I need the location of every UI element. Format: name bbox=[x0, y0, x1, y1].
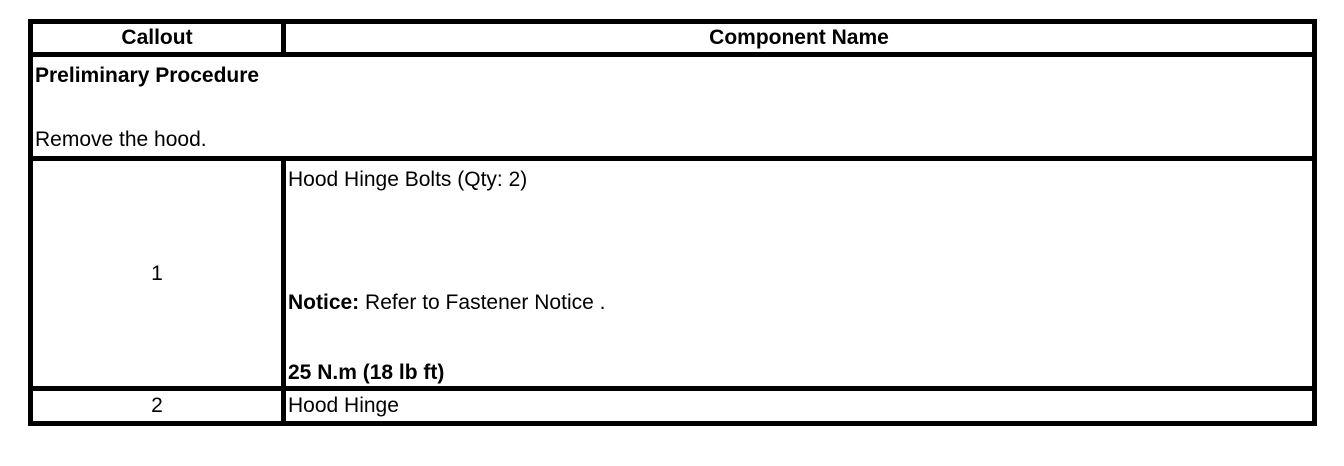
callout-number-1: 1 bbox=[28, 156, 286, 391]
notice-label: Notice: bbox=[288, 291, 360, 314]
notice-text: Refer to Fastener Notice . bbox=[359, 291, 606, 314]
callout-column-header: Callout bbox=[28, 19, 286, 57]
preliminary-procedure-cell: Preliminary Procedure Remove the hood. bbox=[28, 52, 1317, 161]
table-row: 2 Hood Hinge bbox=[28, 386, 1317, 426]
header-row: Callout Component Name bbox=[28, 19, 1317, 57]
component-cell-2: Hood Hinge bbox=[281, 386, 1317, 426]
notice-line: Notice: Refer to Fastener Notice . bbox=[288, 291, 1310, 315]
components-table: Callout Component Name Preliminary Proce… bbox=[28, 19, 1317, 426]
preliminary-procedure-title: Preliminary Procedure bbox=[35, 64, 260, 87]
component-name-text: Hood Hinge Bolts (Qty: 2) bbox=[288, 168, 528, 191]
table-row: 1 Hood Hinge Bolts (Qty: 2) Notice: Refe… bbox=[28, 156, 1317, 391]
torque-spec: 25 N.m (18 lb ft) bbox=[288, 361, 445, 384]
preliminary-procedure-step: Remove the hood. bbox=[35, 128, 207, 151]
preliminary-procedure-row: Preliminary Procedure Remove the hood. bbox=[28, 52, 1317, 161]
component-cell-1: Hood Hinge Bolts (Qty: 2) Notice: Refer … bbox=[281, 156, 1317, 391]
callout-number-2: 2 bbox=[28, 386, 286, 426]
component-name-column-header: Component Name bbox=[281, 19, 1317, 57]
